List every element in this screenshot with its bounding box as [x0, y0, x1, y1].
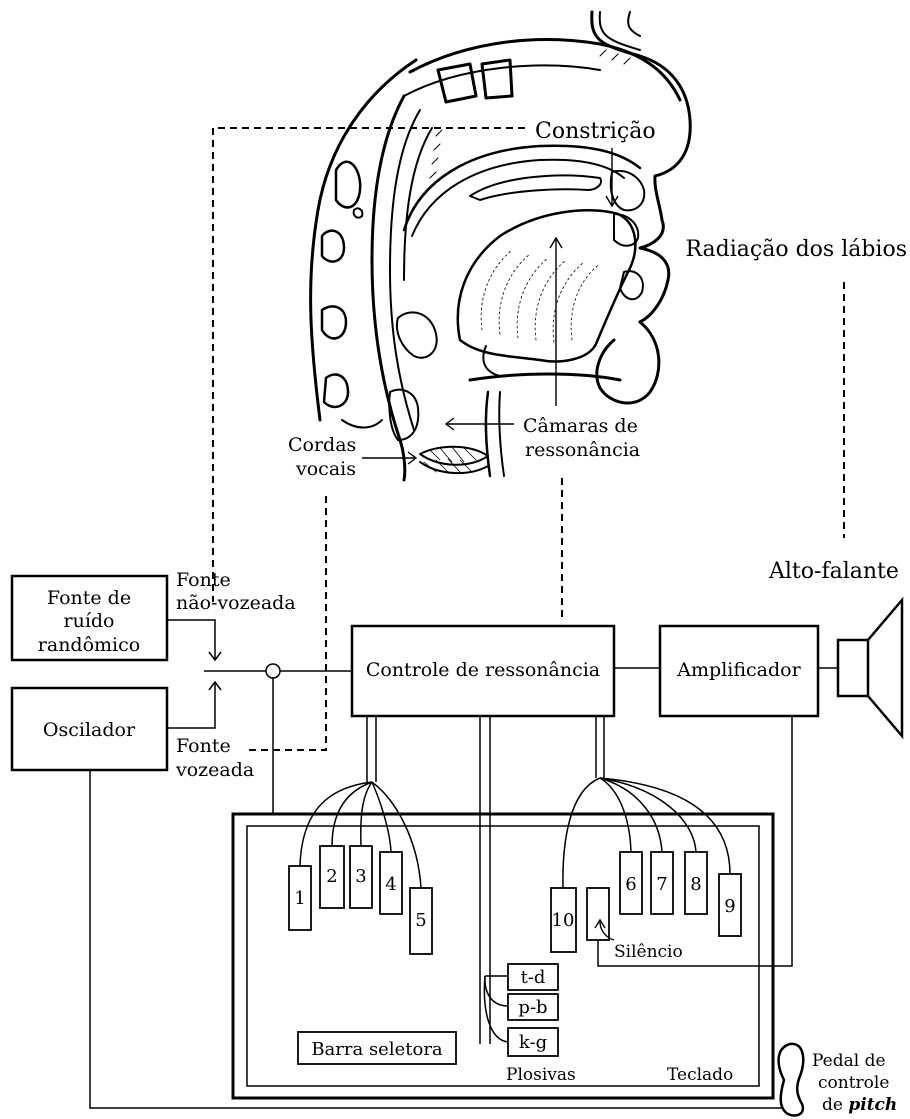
key-8[interactable]: 8	[685, 852, 707, 914]
loudspeaker-label: Alto-falante	[768, 559, 899, 584]
key-2-label: 2	[326, 866, 337, 887]
amplifier-box: Amplificador	[660, 626, 818, 716]
key-7-label: 7	[656, 874, 667, 895]
selector-bar-label: Barra seletora	[311, 1039, 443, 1060]
plosive-key-p-b-label: p-b	[518, 997, 547, 1018]
noise-generator-label-2: ruído	[64, 610, 115, 632]
key-9[interactable]: 9	[719, 874, 741, 936]
key-2[interactable]: 2	[320, 846, 344, 908]
key-1[interactable]: 1	[289, 866, 311, 930]
pedal-label-3-emph: pitch	[848, 1095, 897, 1115]
key-1-label: 1	[294, 888, 305, 909]
voiced-source-label-2: vozeada	[175, 759, 254, 781]
key-5-label: 5	[415, 910, 426, 931]
pitch-pedal-icon[interactable]	[779, 1044, 804, 1116]
key-6[interactable]: 6	[620, 852, 642, 914]
pedal-label-2: controle	[818, 1073, 889, 1093]
vocal-tract-cross-section	[311, 12, 691, 480]
lip-radiation-label: Radiação dos lábios	[685, 237, 907, 262]
key-10-label: 10	[552, 910, 575, 931]
pedal-label-1: Pedal de	[812, 1051, 886, 1071]
noise-generator-label-3: randômico	[38, 634, 140, 656]
key-3-label: 3	[355, 866, 366, 887]
plosive-key-t-d[interactable]: t-d	[508, 964, 558, 990]
key-6-label: 6	[625, 874, 636, 895]
keyboard-label: Teclado	[667, 1065, 733, 1085]
silence-label: Silêncio	[614, 942, 683, 962]
unvoiced-source-label-2: não-vozeada	[176, 592, 296, 614]
unvoiced-source-label-1: Fonte	[176, 569, 231, 591]
pedal-label-3: de pitch	[822, 1095, 897, 1115]
loudspeaker-icon	[838, 600, 902, 736]
key-4[interactable]: 4	[380, 852, 402, 914]
resonance-chambers-label-1: Câmaras de	[523, 415, 638, 437]
plosive-key-k-g-label: k-g	[519, 1032, 547, 1053]
selector-bar[interactable]: Barra seletora	[298, 1032, 456, 1064]
resonance-control-box: Controle de ressonância	[352, 626, 614, 716]
oscillator-label: Oscilador	[43, 719, 136, 741]
pedal-label-3-prefix: de	[822, 1095, 848, 1115]
key-5[interactable]: 5	[410, 888, 432, 954]
plosives-label: Plosivas	[506, 1065, 576, 1085]
key-9-label: 9	[724, 896, 735, 917]
key-10[interactable]: 10	[551, 888, 576, 952]
key-4-label: 4	[385, 874, 396, 895]
constriction-label: Constrição	[535, 119, 656, 144]
vocal-cords-label-2: vocais	[295, 458, 356, 480]
noise-generator-box: Fonte de ruído randômico	[12, 576, 167, 660]
amplifier-label: Amplificador	[676, 659, 801, 681]
plosive-key-k-g[interactable]: k-g	[508, 1028, 558, 1056]
plosive-keys: t-d p-b k-g	[508, 964, 558, 1056]
key-8-label: 8	[690, 874, 701, 895]
voiced-source-label-1: Fonte	[176, 735, 231, 757]
resonance-chambers-label-2: ressonância	[525, 439, 640, 461]
oscillator-box: Oscilador	[12, 688, 167, 770]
plosive-key-p-b[interactable]: p-b	[508, 994, 558, 1020]
key-7[interactable]: 7	[651, 852, 673, 914]
noise-generator-label-1: Fonte de	[47, 587, 131, 609]
resonance-control-label: Controle de ressonância	[366, 659, 600, 681]
plosive-key-t-d-label: t-d	[521, 967, 546, 988]
vocal-cords-label-1: Cordas	[288, 434, 356, 456]
key-3[interactable]: 3	[350, 846, 372, 908]
